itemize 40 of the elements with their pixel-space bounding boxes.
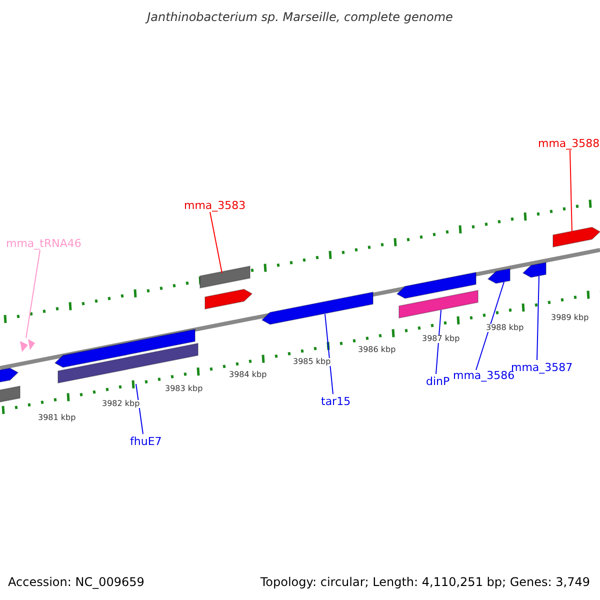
gene-feature bbox=[522, 262, 546, 278]
gene-label: dinP bbox=[426, 376, 450, 387]
gene-label: mma_3588 bbox=[538, 138, 600, 149]
scale-label: 3986 kbp bbox=[358, 346, 396, 354]
gene-feature bbox=[0, 368, 19, 385]
gene-feature bbox=[396, 272, 476, 299]
gene-block bbox=[0, 386, 20, 405]
leader-line bbox=[570, 150, 572, 234]
leader-line bbox=[436, 310, 442, 374]
gene-feature bbox=[54, 328, 196, 368]
leader-line bbox=[476, 282, 504, 370]
title: Janthinobacterium sp. Marseille, complete genome bbox=[144, 11, 454, 23]
scale-label: 3985 kbp bbox=[293, 358, 331, 366]
gene-feature bbox=[204, 288, 253, 310]
leader-line bbox=[26, 250, 40, 338]
accession-text: Accession: NC_009659 bbox=[8, 576, 144, 588]
leader-line bbox=[536, 276, 540, 360]
gene-label: fhuE7 bbox=[130, 436, 162, 447]
trna-feature bbox=[20, 339, 35, 352]
gene-block bbox=[58, 342, 198, 384]
scale-label: 3988 kbp bbox=[486, 324, 524, 332]
scale-label: 3987 kbp bbox=[422, 335, 460, 343]
gene-feature bbox=[552, 226, 600, 248]
scale-label: 3983 kbp bbox=[165, 385, 203, 393]
leader-line bbox=[324, 314, 334, 394]
scale-label: 3981 kbp bbox=[38, 414, 76, 422]
scale-label: 3982 kbp bbox=[102, 400, 140, 408]
gene-block bbox=[398, 290, 478, 319]
scale-label: 3984 kbp bbox=[229, 371, 267, 379]
gene-label: mma_3587 bbox=[511, 362, 573, 373]
gene-feature bbox=[261, 292, 374, 325]
gene-label: mma_tRNA46 bbox=[6, 238, 82, 249]
gene-block bbox=[200, 266, 250, 289]
gene-feature bbox=[487, 268, 510, 284]
gene-label: tar15 bbox=[321, 396, 351, 407]
gene-label: mma_3586 bbox=[453, 370, 515, 381]
genome-summary: Topology: circular; Length: 4,110,251 bp; Genes: 3,749 bbox=[260, 576, 590, 588]
leader-line bbox=[210, 212, 222, 274]
scale-label: 3989 kbp bbox=[551, 314, 589, 322]
gene-label: mma_3583 bbox=[184, 200, 246, 211]
